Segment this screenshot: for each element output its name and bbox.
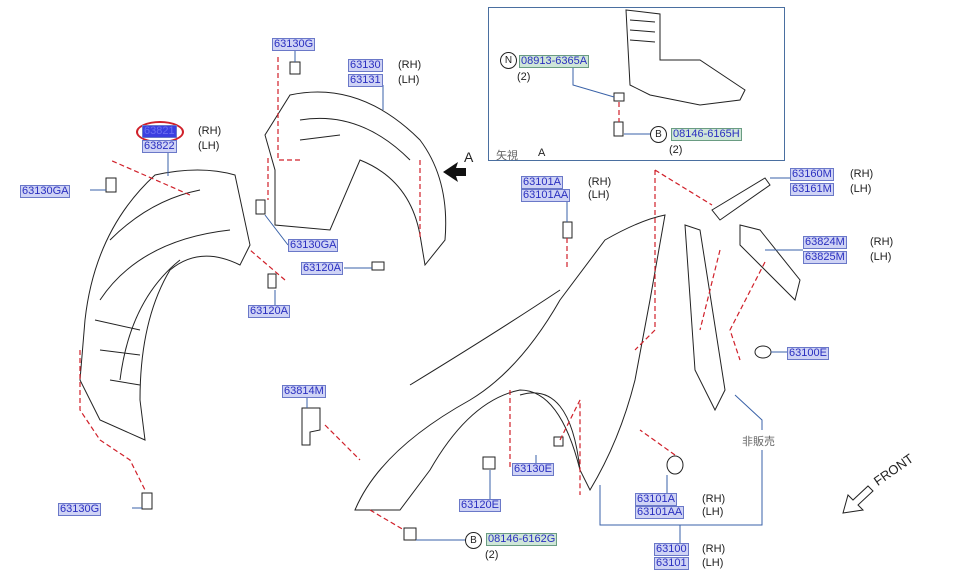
part-63131[interactable]: 63131 bbox=[348, 74, 383, 87]
part-63130GA[interactable]: 63130GA bbox=[288, 239, 339, 252]
rh-label: (RH) bbox=[850, 168, 874, 180]
part-63821-selected[interactable]: 63821 bbox=[142, 125, 177, 138]
rh-label: (RH) bbox=[870, 236, 894, 248]
part-63120A[interactable]: 63120A bbox=[301, 262, 343, 275]
quantity-label: (2) bbox=[517, 71, 531, 83]
view-direction-arrow bbox=[443, 162, 466, 182]
grommet-63100E bbox=[754, 345, 772, 359]
part-63120A[interactable]: 63120A bbox=[248, 305, 290, 318]
part-63130G[interactable]: 63130G bbox=[58, 503, 102, 516]
n-circle-mark: N bbox=[500, 52, 517, 69]
part-63130E[interactable]: 63130E bbox=[512, 463, 554, 476]
fender-protector-63824M bbox=[739, 224, 801, 301]
b-circle-mark: B bbox=[650, 126, 667, 143]
part-63100E[interactable]: 63100E bbox=[787, 347, 829, 360]
view-arrow-letter: A bbox=[464, 149, 474, 165]
fender-bracket-63814M bbox=[301, 407, 321, 446]
quantity-label: (2) bbox=[485, 549, 499, 561]
lh-label: (LH) bbox=[870, 251, 892, 263]
part-63100[interactable]: 63100 bbox=[654, 543, 689, 556]
part-63101A[interactable]: 63101A bbox=[521, 176, 563, 189]
part-63101AA[interactable]: 63101AA bbox=[635, 506, 685, 519]
inset-view-label: 矢視 bbox=[496, 150, 518, 162]
part-08913-6365A[interactable]: 08913-6365A bbox=[519, 55, 590, 68]
rh-label: (RH) bbox=[398, 59, 422, 71]
fender-seal-63160M bbox=[711, 177, 771, 221]
lh-label: (LH) bbox=[588, 189, 610, 201]
part-08146-6165H[interactable]: 08146-6165H bbox=[671, 128, 742, 141]
part-63101A[interactable]: 63101A bbox=[635, 493, 677, 506]
part-63101AA[interactable]: 63101AA bbox=[521, 189, 571, 202]
part-08146-6162G[interactable]: 08146-6162G bbox=[486, 533, 558, 546]
front-fender bbox=[354, 214, 666, 511]
part-63161M[interactable]: 63161M bbox=[790, 183, 834, 196]
inset-view-a bbox=[488, 7, 785, 161]
front-direction-arrow bbox=[842, 485, 874, 514]
rh-label: (RH) bbox=[588, 176, 612, 188]
part-63130G[interactable]: 63130G bbox=[272, 38, 316, 51]
part-63825M[interactable]: 63825M bbox=[803, 251, 847, 264]
front-fender-liner-left bbox=[79, 169, 251, 441]
clips bbox=[105, 61, 684, 541]
rh-label: (RH) bbox=[702, 493, 726, 505]
quantity-label: (2) bbox=[669, 144, 683, 156]
part-63130GA[interactable]: 63130GA bbox=[20, 185, 71, 198]
fender-seal-strip bbox=[684, 224, 726, 412]
rear-fender-liner bbox=[264, 91, 447, 267]
part-63160M[interactable]: 63160M bbox=[790, 168, 834, 181]
lh-label: (LH) bbox=[702, 506, 724, 518]
part-63822[interactable]: 63822 bbox=[142, 140, 177, 153]
lh-label: (LH) bbox=[850, 183, 872, 195]
inset-view-letter: A bbox=[538, 147, 546, 159]
part-63814M[interactable]: 63814M bbox=[282, 385, 326, 398]
lh-label: (LH) bbox=[702, 557, 724, 569]
b-circle-mark: B bbox=[465, 532, 482, 549]
rh-label: (RH) bbox=[702, 543, 726, 555]
lh-label: (LH) bbox=[398, 74, 420, 86]
part-63120E[interactable]: 63120E bbox=[459, 499, 501, 512]
lh-label: (LH) bbox=[198, 140, 220, 152]
part-63101[interactable]: 63101 bbox=[654, 557, 689, 570]
not-sold-label: 非販売 bbox=[742, 436, 775, 448]
part-63824M[interactable]: 63824M bbox=[803, 236, 847, 249]
part-63130[interactable]: 63130 bbox=[348, 59, 383, 72]
rh-label: (RH) bbox=[198, 125, 222, 137]
